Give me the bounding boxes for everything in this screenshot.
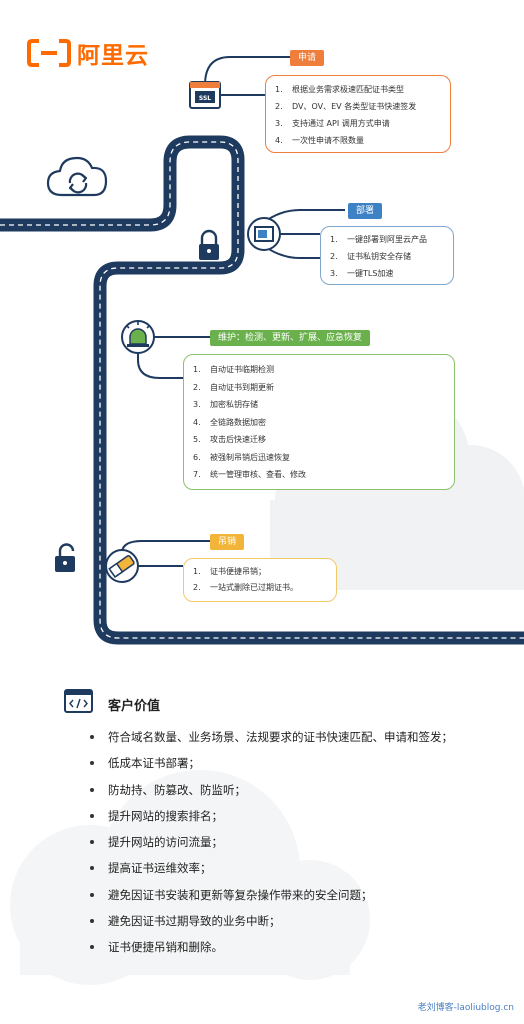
deploy-item: 3.一键TLS加速 [330,269,394,278]
revoke-item: 2.一站式删除已过期证书。 [193,583,298,592]
maintain-connectors [137,336,210,379]
customer-value-item: 避免因证书安装和更新等复杂操作带来的安全问题； [90,882,453,908]
maintain-item: 3.加密私钥存储 [193,400,258,409]
maintain-box: 1.自动证书临期检测 2.自动证书到期更新 3.加密私钥存储 4.全链路数据加密… [183,354,455,490]
deploy-item: 2.证书私钥安全存储 [330,252,411,261]
customer-value-title: 客户价值 [108,699,161,714]
maintain-item: 6.被强制吊销后迅速恢复 [193,452,290,462]
customer-value-item: 证书便捷吊销和删除。 [90,934,453,960]
customer-value-item: 防劫持、防篡改、防监听； [90,777,453,803]
customer-value-item: 符合域名数量、业务场景、法规要求的证书快速匹配、申请和签发； [90,724,453,750]
footer-watermark[interactable]: 老刘博客-laoliublog.cn [417,1003,514,1013]
maintain-tag: 维护：检测、更新、扩展、应急恢复 [210,330,371,346]
lock-icon [199,229,219,260]
deploy-tag: 部署 [348,203,383,219]
deploy-box: 1.一键部署到阿里云产品 2.证书私钥安全存储 3.一键TLS加速 [320,226,454,285]
alarm-light-icon [121,320,155,354]
eraser-icon [105,549,139,583]
customer-value-item: 提升网站的搜索排名； [90,803,453,829]
maintain-item: 5.攻击后快速迁移 [193,435,266,444]
apply-tag: 申请 [290,50,325,66]
revoke-item: 1.证书便捷吊销； [193,567,266,576]
apply-item: 3.支持通过 API 调用方式申请 [275,119,390,128]
apply-item: 4.一次性申请不限数量 [275,136,364,145]
certificate-icon [247,217,281,251]
ssl-certificate-icon: SSL [189,81,221,109]
unlock-icon [55,543,75,572]
revoke-box: 1.证书便捷吊销； 2.一站式删除已过期证书。 [183,558,337,602]
customer-value-item: 低成本证书部署； [90,750,453,776]
background-cloud-bottom [10,770,370,985]
code-window-icon [64,689,93,713]
aliyun-logo-mark [27,39,71,67]
customer-value-item: 避免因证书过期导致的业务中断； [90,908,453,934]
logo-text: 阿里云 [77,43,149,69]
deploy-item: 1.一键部署到阿里云产品 [330,235,427,244]
customer-value-list: 符合域名数量、业务场景、法规要求的证书快速匹配、申请和签发； 低成本证书部署； … [90,724,453,961]
ssl-badge-text: SSL [199,95,211,102]
apply-connectors [204,56,290,96]
apply-item: 1.根据业务需求极速匹配证书类型 [275,85,404,94]
road-lane-markings [0,141,524,639]
customer-value-item: 提升网站的访问流量； [90,829,453,855]
cloud-sync-icon [46,156,108,197]
maintain-item: 4.全链路数据加密 [193,417,266,427]
maintain-item: 2.自动证书到期更新 [193,382,274,392]
revoke-tag: 吊销 [210,534,245,550]
maintain-item: 7.统一管理审核、查看、修改 [193,470,306,479]
apply-item: 2.DV、OV、EV 各类型证书快速签发 [275,102,417,111]
maintain-item: 1.自动证书临期检测 [193,365,274,374]
apply-box: 1.根据业务需求极速匹配证书类型 2.DV、OV、EV 各类型证书快速签发 3.… [265,75,451,153]
customer-value-item: 提高证书运维效率； [90,855,453,881]
aliyun-logo: 阿里云 [27,37,149,69]
